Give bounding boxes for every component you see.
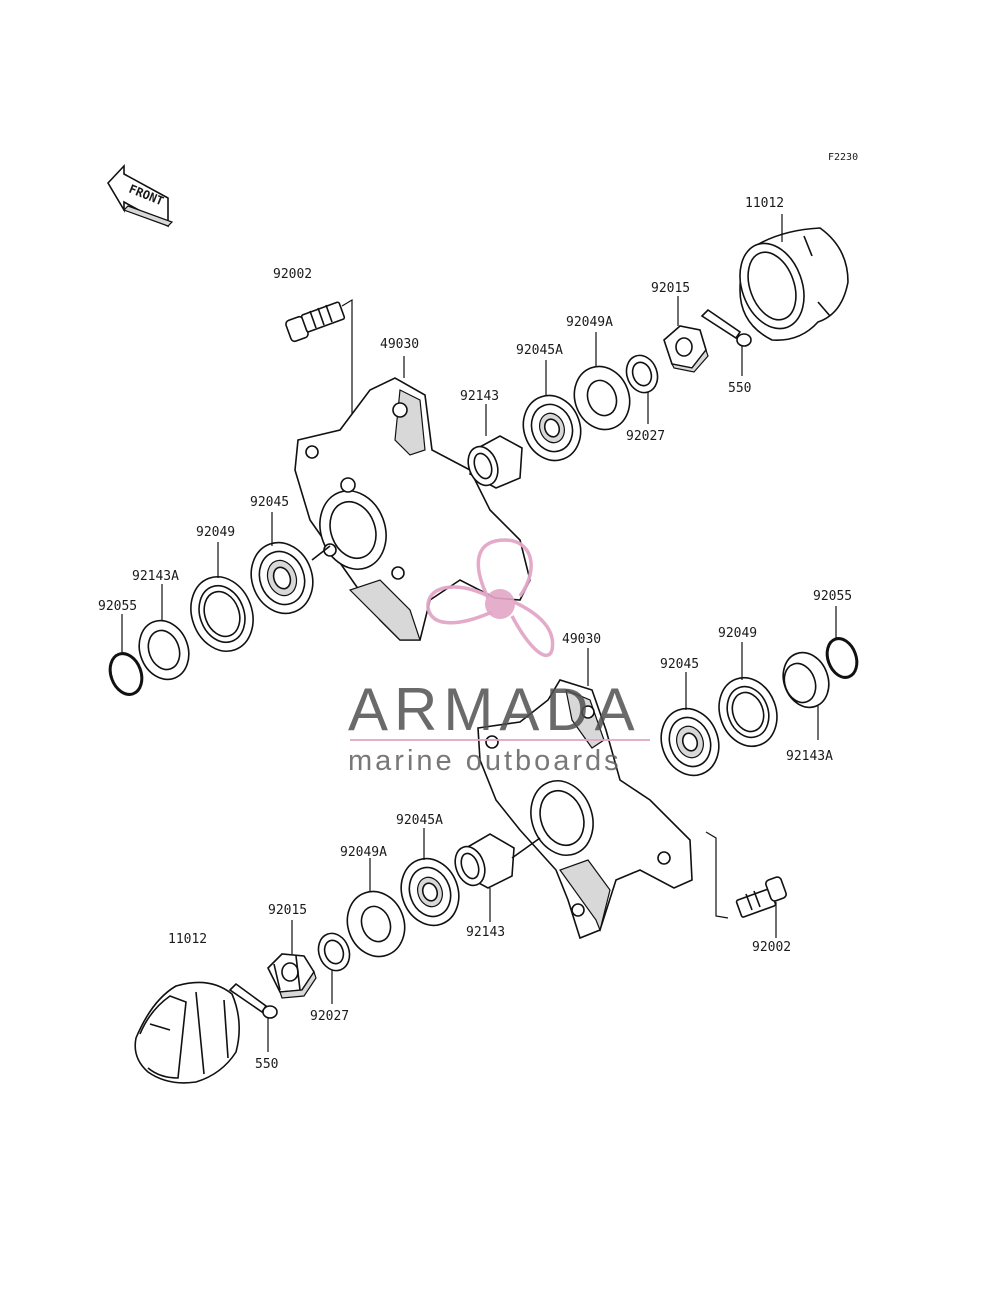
label-92143-bottom: 92143: [466, 925, 505, 940]
collar-92143A-bottom: [782, 651, 830, 740]
armada-watermark: ARMADA marine outboards: [348, 538, 650, 777]
watermark-brand: ARMADA: [348, 676, 641, 743]
label-92045A-bottom: 92045A: [396, 813, 443, 828]
label-550-top: 550: [728, 381, 751, 396]
label-92027-bottom: 92027: [310, 1009, 349, 1024]
label-92143-top: 92143: [460, 389, 499, 404]
pin-550-top: [700, 308, 752, 376]
diagram-code: F2230: [828, 152, 858, 163]
label-92015-top: 92015: [651, 281, 690, 296]
hub-49030-bottom: [477, 648, 693, 940]
bearing-92045-top: [250, 512, 331, 615]
bearing-92045A-bottom: [400, 828, 460, 927]
label-92045-top: 92045: [250, 495, 289, 510]
hub-49030-top: [294, 356, 531, 641]
stud-92002-top: [285, 301, 346, 343]
label-92015-bottom: 92015: [268, 903, 307, 918]
seal-92049A-top: [573, 332, 631, 431]
label-92045-bottom: 92045: [660, 657, 699, 672]
label-92049-bottom: 92049: [718, 626, 757, 641]
label-92045A-top: 92045A: [516, 343, 563, 358]
seal-92049-top: [190, 542, 254, 652]
collar-92143A-top: [138, 584, 190, 681]
seal-92049A-bottom: [346, 858, 406, 958]
label-92143A-top: 92143A: [132, 569, 179, 584]
pin-550-bottom: [228, 982, 278, 1052]
stud-92002-bottom: [735, 876, 787, 938]
cap-11012-top: [739, 214, 849, 341]
oring-92055-top: [108, 614, 144, 696]
label-49030-bottom: 49030: [562, 632, 601, 647]
front-arrow-icon: FRONT: [107, 163, 174, 228]
label-92049A-top: 92049A: [566, 315, 613, 330]
label-550-bottom: 550: [255, 1057, 278, 1072]
bearing-92045A-top: [522, 360, 582, 462]
label-92002-bottom: 92002: [752, 940, 791, 955]
sleeve-92143-bottom: [454, 833, 541, 922]
label-92055-bottom: 92055: [813, 589, 852, 604]
collar-92027-bottom: [317, 932, 351, 1004]
nut-92015-bottom: [267, 920, 317, 999]
label-92143A-bottom: 92143A: [786, 749, 833, 764]
bearing-92045-bottom: [660, 672, 720, 777]
collar-92027-top: [625, 354, 659, 424]
nut-92015-top: [663, 296, 709, 373]
label-92055-top: 92055: [98, 599, 137, 614]
label-11012-top: 11012: [745, 196, 784, 211]
label-11012-bottom: 11012: [168, 932, 207, 947]
label-92002-top: 92002: [273, 267, 312, 282]
label-49030-top: 49030: [380, 337, 419, 352]
seal-92049-bottom: [718, 642, 778, 748]
sleeve-92143-top: [467, 404, 523, 489]
label-92049-top: 92049: [196, 525, 235, 540]
propeller-logo-icon: [426, 538, 555, 658]
label-92049A-bottom: 92049A: [340, 845, 387, 860]
watermark-tagline: marine outboards: [348, 745, 622, 777]
cap-11012-bottom: [134, 981, 240, 1084]
oring-92055-bottom: [825, 606, 859, 679]
label-92027-top: 92027: [626, 429, 665, 444]
